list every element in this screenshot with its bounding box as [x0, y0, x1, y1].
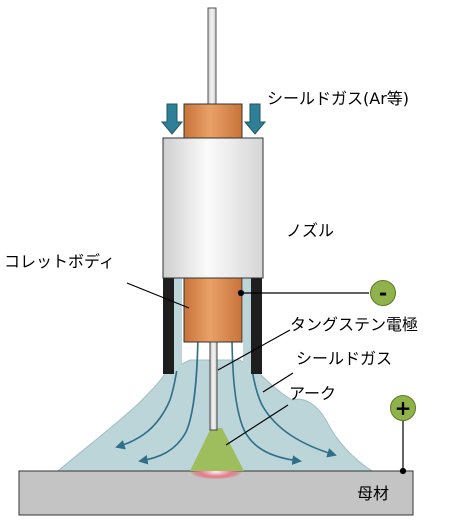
negative-wire-node — [237, 289, 245, 297]
arc-cone — [190, 428, 244, 471]
nozzle-inner-right — [243, 276, 251, 371]
nozzle-body — [162, 137, 264, 279]
leader-shield-gas — [262, 372, 294, 393]
wiring — [237, 289, 407, 475]
electrode-rod-top — [207, 7, 217, 109]
label-collet-body: コレットボディ — [4, 252, 115, 271]
label-base-metal: 母材 — [357, 484, 390, 503]
label-nozzle: ノズル — [286, 221, 335, 240]
leader-collet-body — [126, 282, 190, 309]
leader-arc — [225, 404, 289, 446]
leader-lines — [126, 282, 294, 446]
negative-terminal: - — [370, 280, 396, 306]
gas-inlet-arrow-right — [243, 103, 267, 135]
label-shield-gas-top: シールドガス(Ar等) — [267, 89, 410, 108]
gas-inlet-arrows — [160, 103, 267, 135]
collet-body — [183, 277, 243, 343]
label-arc: アーク — [289, 384, 337, 403]
torch-cap — [183, 103, 243, 139]
gas-inlet-arrow-left — [160, 103, 184, 135]
nozzle-sleeve-left — [163, 276, 174, 374]
label-shield-gas: シールドガス — [296, 349, 393, 368]
leader-tungsten — [217, 329, 291, 371]
nozzle-sleeve-right — [251, 276, 262, 374]
nozzle-inner-left — [174, 276, 182, 371]
positive-wire-node — [399, 467, 407, 475]
positive-terminal: + — [390, 395, 416, 421]
label-tungsten-electrode: タングステン電極 — [290, 315, 419, 334]
tungsten-electrode — [209, 341, 218, 431]
